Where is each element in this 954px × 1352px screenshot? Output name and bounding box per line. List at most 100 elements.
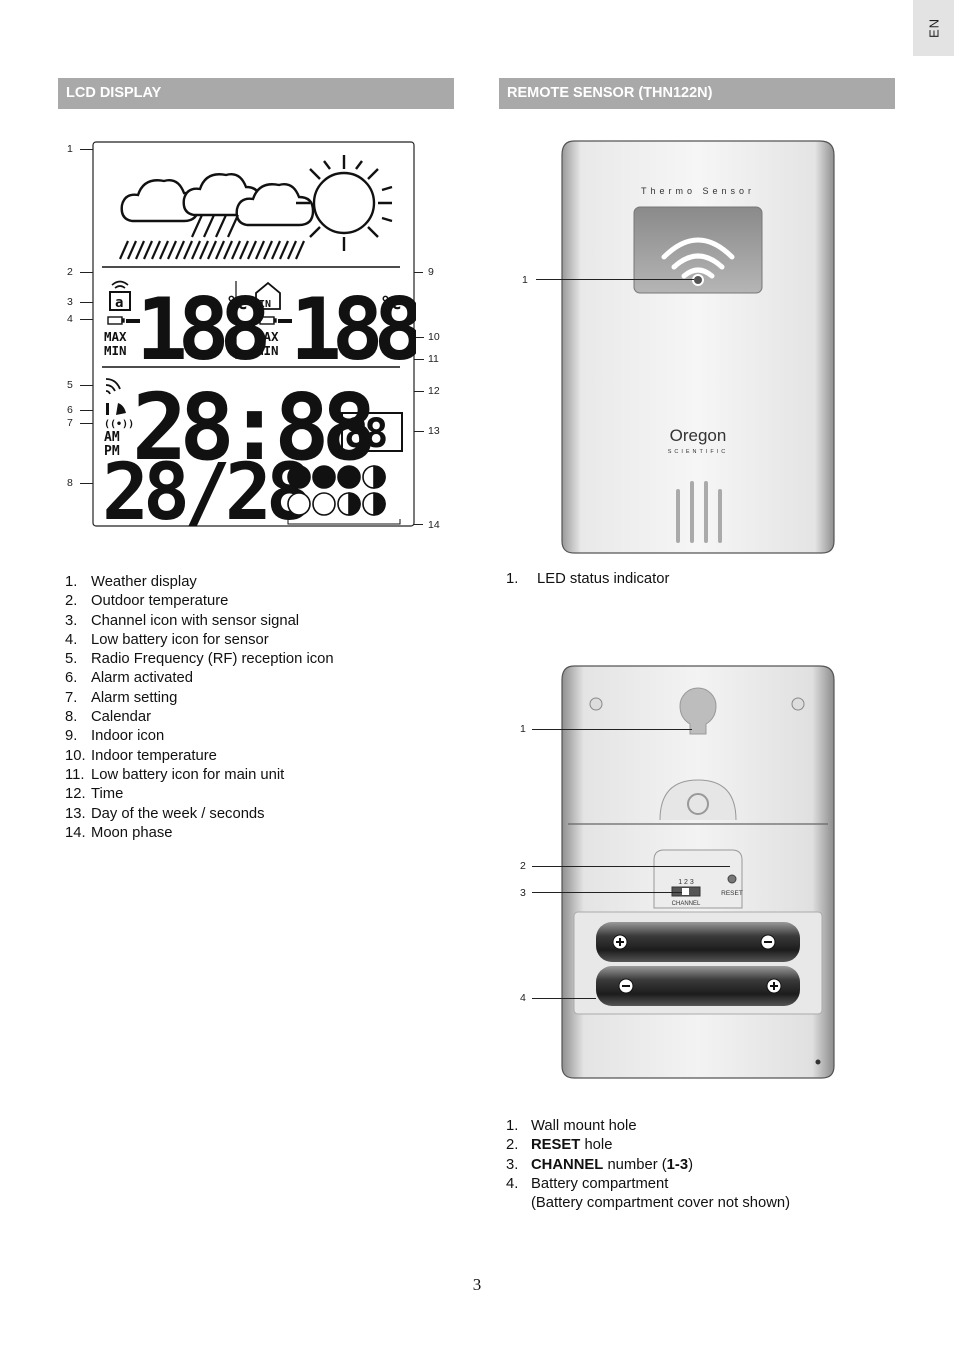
indoor-badge: IN xyxy=(259,299,271,310)
channel-label: CHANNEL xyxy=(672,901,701,907)
oregon-logo: Oregon xyxy=(670,426,727,445)
alarm-setting-icon: ((•)) xyxy=(104,419,134,430)
channel-number: a xyxy=(115,295,123,311)
lcd-callout-2: 2 xyxy=(67,266,73,278)
moon-phase-icon xyxy=(287,465,386,516)
lcd-callout-7: 7 xyxy=(67,417,73,429)
alarm-bell-icon xyxy=(106,403,126,415)
lcd-legend-list: 1.Weather display 2.Outdoor temperature … xyxy=(65,573,445,843)
leader-line xyxy=(532,998,596,999)
sensor-back-legend-list: 1.Wall mount hole 2.RESET hole 3.CHANNEL… xyxy=(506,1117,886,1213)
lcd-screen-illustration: a MAX MIN 188 °c IN MAX MIN 188 °c xyxy=(92,141,416,529)
outdoor-degree: °c xyxy=(226,293,248,314)
sensor-back-diagram: RESET 1 2 3 CHANNEL 1 2 3 4 xyxy=(510,660,840,1085)
lcd-diagram: 1 2 3 4 5 6 7 8 9 10 11 12 13 14 xyxy=(58,135,454,535)
list-item: 12.Time xyxy=(65,786,124,803)
lcd-callout-10: 10 xyxy=(428,331,440,343)
channel-numbers: 1 2 3 xyxy=(678,879,694,886)
segment-dash xyxy=(278,319,292,323)
seconds-digits: 88 xyxy=(344,411,386,457)
outdoor-min-label: MIN xyxy=(104,343,127,358)
list-item: 2.RESET hole xyxy=(506,1137,613,1154)
lcd-callout-14: 14 xyxy=(428,519,440,531)
outdoor-max-label: MAX xyxy=(104,329,127,344)
wireless-signal-icon xyxy=(661,237,735,279)
sensor-front-illustration: Thermo Sensor Oregon SCIENTIFIC xyxy=(561,140,835,554)
sensor-back-illustration: RESET 1 2 3 CHANNEL xyxy=(561,665,835,1079)
leader-line xyxy=(536,279,694,280)
language-tab-label: EN xyxy=(926,17,941,39)
sensor-front-legend-list: 1.LED status indicator xyxy=(506,570,886,589)
language-tab: EN xyxy=(913,0,954,56)
time-digits: 28:88 xyxy=(132,374,372,481)
lcd-callout-6: 6 xyxy=(67,404,73,416)
sensor-back-callout-4: 4 xyxy=(520,992,526,1004)
channel-icon xyxy=(109,291,131,311)
am-indicator: AM xyxy=(104,430,120,445)
thermo-sensor-label: Thermo Sensor xyxy=(641,186,755,196)
sensor-window xyxy=(633,206,763,294)
lcd-display-heading: LCD DISPLAY xyxy=(58,78,454,109)
remote-sensor-heading: REMOTE SENSOR (THN122N) xyxy=(499,78,895,109)
reset-hole xyxy=(727,874,737,884)
list-item: 8.Calendar xyxy=(65,709,152,726)
indoor-max-label: MAX xyxy=(256,329,279,344)
list-item: 9.Indoor icon xyxy=(65,728,165,745)
lcd-callout-12: 12 xyxy=(428,385,440,397)
lcd-callout-11: 11 xyxy=(428,353,439,365)
lcd-callout-13: 13 xyxy=(428,425,440,437)
leader-line xyxy=(532,866,730,867)
page-number: 3 xyxy=(472,1275,482,1294)
outdoor-temp-digits: 188 xyxy=(136,280,267,380)
battery-low-sensor-icon xyxy=(107,316,125,325)
list-item: 11.Low battery icon for main unit xyxy=(65,766,285,783)
lcd-callout-8: 8 xyxy=(67,477,73,489)
list-item: 13.Day of the week / seconds xyxy=(65,805,265,822)
cloud-icon xyxy=(120,173,315,227)
day-of-week-box xyxy=(341,412,403,452)
moon-phase-bracket xyxy=(287,519,401,525)
calendar-digits: 28/28 xyxy=(102,448,309,529)
sensor-back-callout-3: 3 xyxy=(520,887,526,899)
wall-mount-hole xyxy=(679,687,717,735)
list-item: 4.Battery compartment(Battery compartmen… xyxy=(506,1175,791,1212)
list-item: 6.Alarm activated xyxy=(65,670,193,687)
lcd-callout-9: 9 xyxy=(428,266,434,278)
sensor-front-callout-1: 1 xyxy=(522,274,528,286)
indoor-degree: °c xyxy=(380,293,402,314)
list-item: 4.Low battery icon for sensor xyxy=(65,631,269,648)
list-item: 3.Channel icon with sensor signal xyxy=(65,612,300,629)
list-item: 1.LED status indicator xyxy=(506,571,670,587)
indoor-min-label: MIN xyxy=(256,343,279,358)
vent-slots xyxy=(676,481,722,543)
list-item: 14.Moon phase xyxy=(65,824,173,841)
pm-indicator: PM xyxy=(104,444,120,459)
reset-label: RESET xyxy=(721,890,743,897)
leader-line xyxy=(532,892,682,893)
list-item: 3.CHANNEL number (1-3) xyxy=(506,1156,693,1173)
rf-reception-icon xyxy=(105,378,121,395)
lcd-callout-5: 5 xyxy=(67,379,73,391)
indoor-house-icon xyxy=(255,281,281,310)
lcd-callout-3: 3 xyxy=(67,296,73,308)
rain-icon xyxy=(118,214,306,260)
battery-top xyxy=(596,922,800,962)
lcd-callout-4: 4 xyxy=(67,313,73,325)
indoor-temp-digits: 188 xyxy=(290,280,416,380)
battery-low-main-icon xyxy=(259,316,277,325)
battery-bottom xyxy=(596,966,800,1006)
lcd-callout-1: 1 xyxy=(67,143,73,155)
sensor-front-diagram: Thermo Sensor Oregon SCIENTIFIC 1 xyxy=(510,135,840,560)
screw-icon xyxy=(589,697,603,711)
sensor-back-callout-2: 2 xyxy=(520,860,526,872)
leader-line xyxy=(532,729,692,730)
screw-icon xyxy=(791,697,805,711)
list-item: 5.Radio Frequency (RF) reception icon xyxy=(65,651,334,668)
list-item: 1.Wall mount hole xyxy=(506,1118,637,1134)
sensor-signal-icon xyxy=(111,280,129,289)
list-item: 1.Weather display xyxy=(65,574,197,590)
scientific-label: SCIENTIFIC xyxy=(668,449,729,455)
segment-dash xyxy=(126,319,140,323)
list-item: 10.Indoor temperature xyxy=(65,747,217,764)
list-item: 2.Outdoor temperature xyxy=(65,593,229,610)
